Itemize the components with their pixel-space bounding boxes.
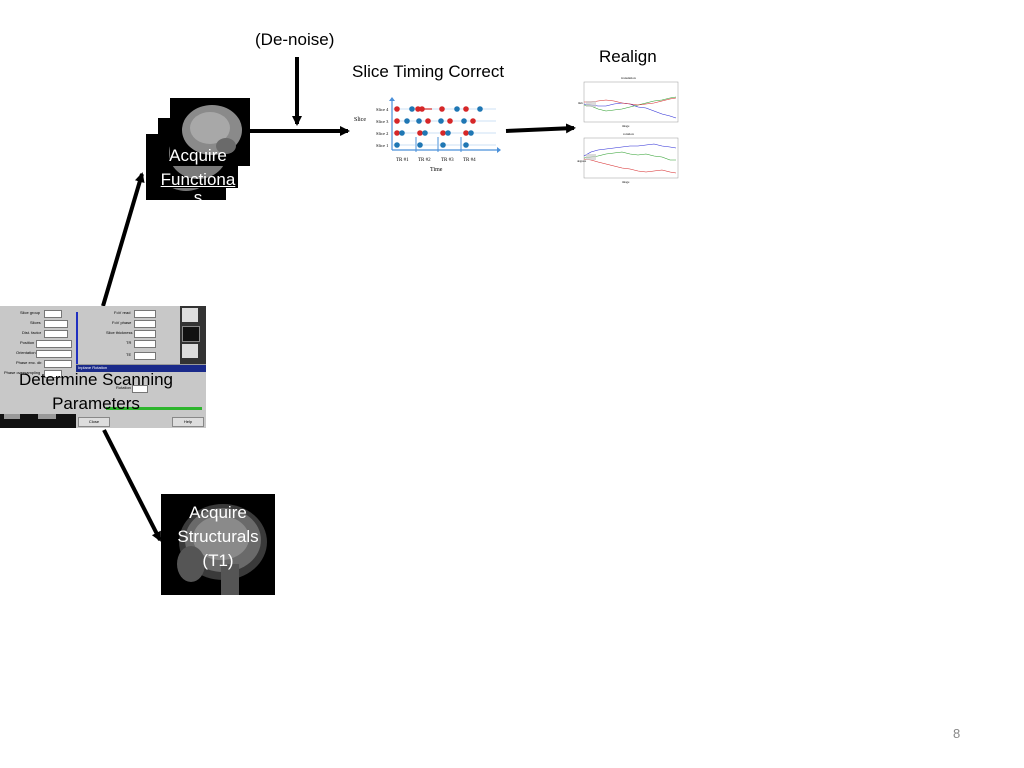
tr-label-3: TR #3 (441, 158, 454, 163)
realign-top-title: translation (621, 76, 636, 80)
arrow-params-to-functional (101, 172, 145, 307)
slice-axis-title: Slice (354, 117, 366, 123)
rotation-pitch (583, 143, 677, 157)
time-axis-title: Time (430, 167, 443, 173)
realign-plot: translation mm image rotation degrees im… (576, 74, 682, 184)
arrow-params-to-structural (102, 429, 162, 542)
tr-label-2: TR #2 (418, 158, 431, 163)
page-number: 8 (953, 726, 961, 741)
acquire-structural-label: Acquire Structurals (T1) (177, 503, 259, 570)
svg-text:mm: mm (578, 101, 583, 105)
determine-params-node: Slice group Slices Dist. factor Position… (0, 306, 206, 428)
dialog-title-bar (76, 365, 206, 372)
translation-y (583, 96, 677, 112)
slice-timing-plot: Slice 4 Slice 3 Slice 2 Slice 1 Slice TR… (354, 97, 501, 173)
rotation-roll (583, 151, 676, 161)
svg-text:image: image (622, 180, 630, 184)
slice-label-2: Slice 2 (376, 131, 388, 136)
translation-z (584, 97, 677, 106)
slice-label-4: Slice 4 (376, 107, 389, 112)
arrow-slicetiming-to-realign (505, 123, 576, 134)
acquire-functional-node: Acquire Functiona s (146, 98, 250, 202)
inplane-rotation-dialog: Inplane Rotation Rotation Close Help (76, 364, 206, 428)
scanner-form-left: Slice group Slices Dist. factor Position… (0, 308, 80, 378)
help-button[interactable]: Help (172, 417, 204, 427)
realign-bottom-title: rotation (623, 132, 634, 136)
acquire-structural-node: Acquire Structurals (T1) (161, 494, 275, 595)
slice-label-1: Slice 1 (376, 143, 388, 148)
scanner-toolbar (180, 306, 206, 366)
realign-label: Realign (599, 47, 657, 66)
brain-card-front (170, 98, 250, 166)
scanner-form-right: FoV read FoV phase Slice thickness TR TE (90, 308, 180, 368)
determine-params-label: Determine Scanning Parameters (18, 370, 174, 413)
svg-text:degrees: degrees (577, 159, 587, 163)
svg-text:image: image (622, 124, 630, 128)
tr-label-1: TR #1 (396, 158, 409, 163)
close-button[interactable]: Close (78, 417, 110, 427)
tr-label-4: TR #4 (463, 158, 476, 163)
slice-timing-label: Slice Timing Correct (352, 62, 505, 81)
rotation-yaw (583, 158, 677, 174)
denoise-label: (De-noise) (255, 30, 335, 49)
slice-label-3: Slice 3 (376, 119, 389, 124)
acquire-functional-label: Acquire Functiona s (160, 146, 236, 200)
